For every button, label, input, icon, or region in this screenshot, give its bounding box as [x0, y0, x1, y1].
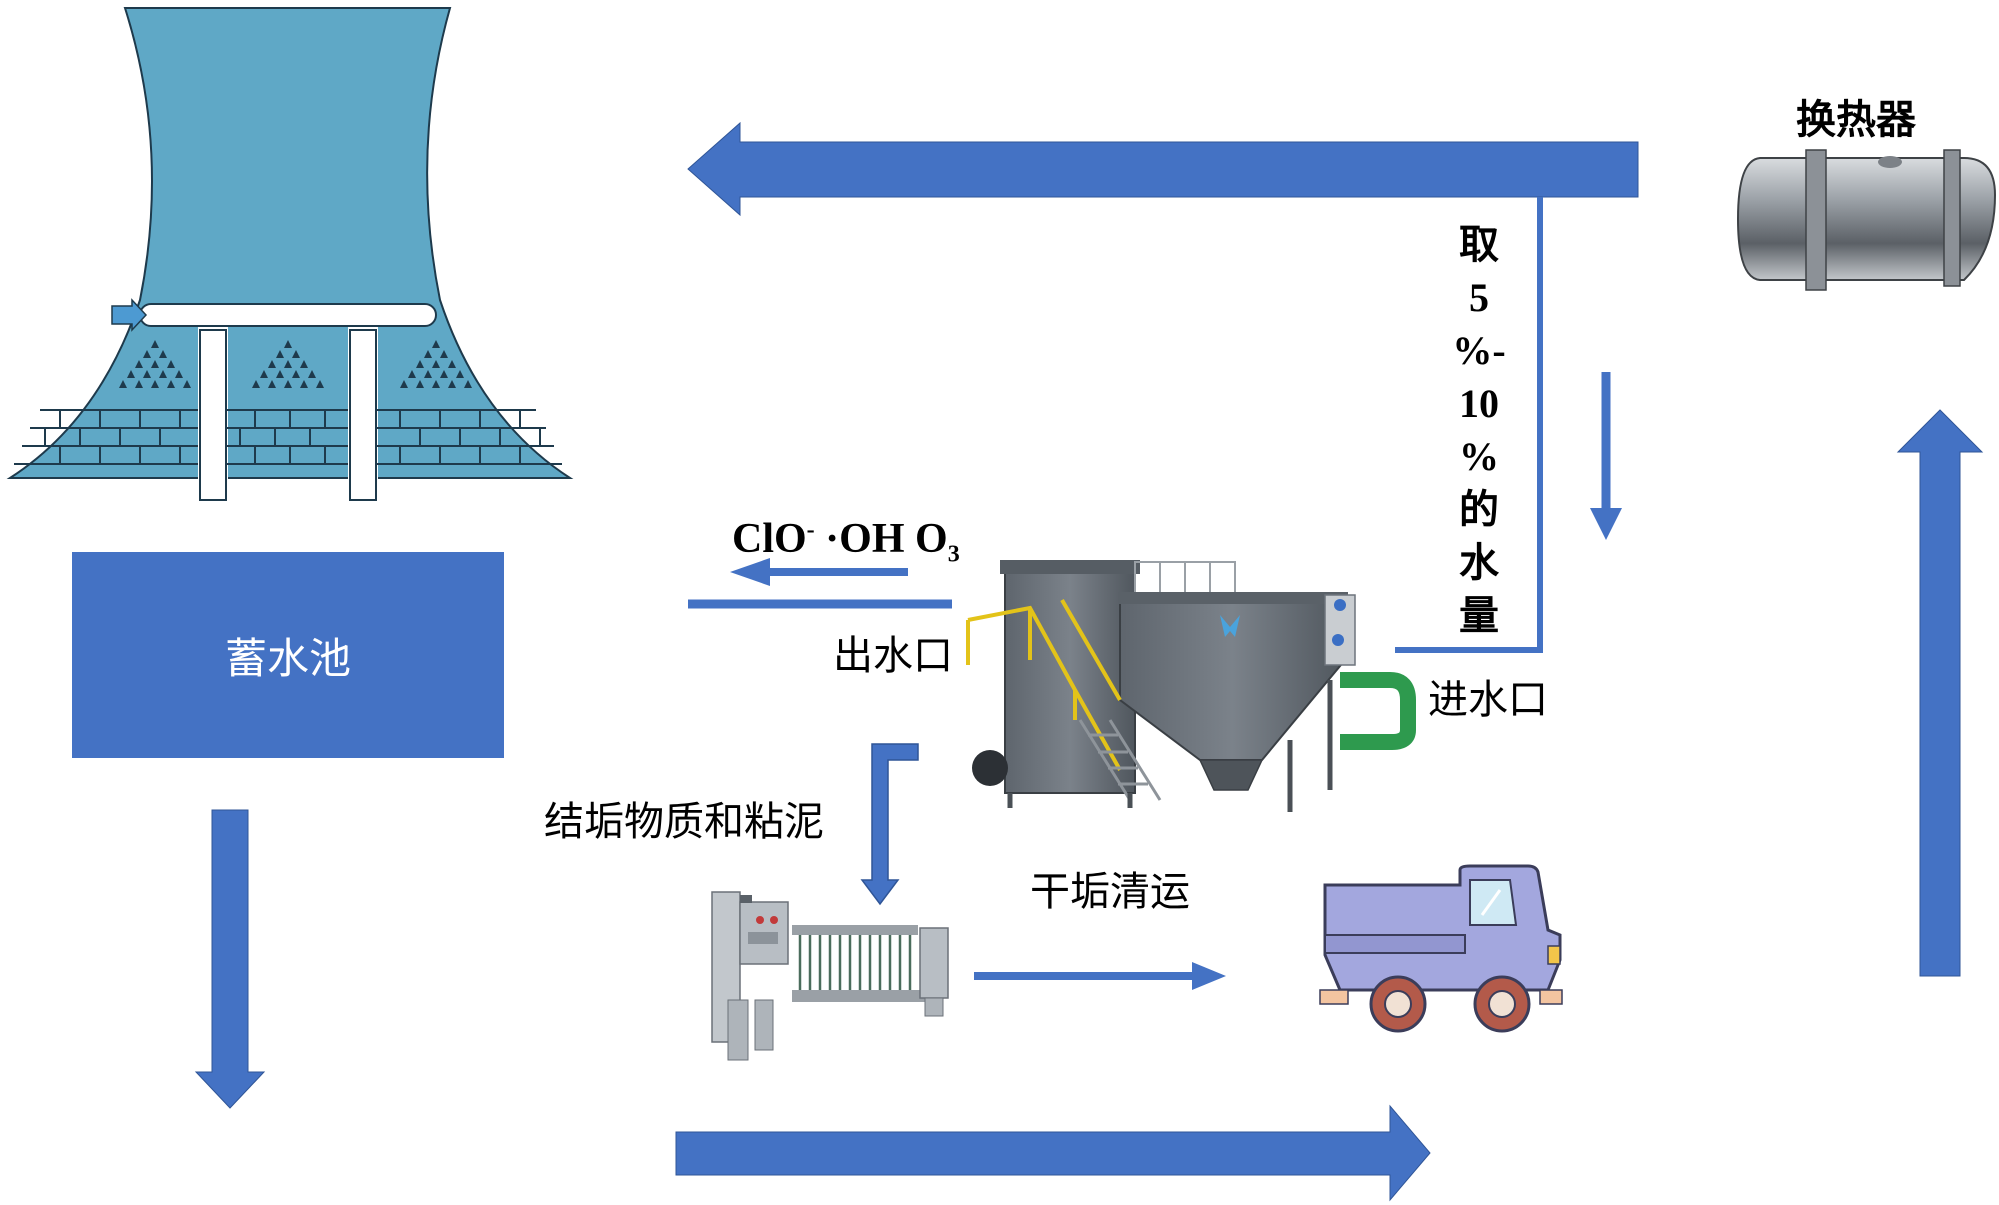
side-stream-char: 量	[1459, 593, 1499, 638]
storage-pool-box	[72, 552, 504, 758]
oxidant-arrow	[730, 558, 908, 586]
o3-subscript: 3	[947, 541, 960, 568]
right-up-arrow	[1896, 409, 1984, 977]
side-stream-char: 10	[1459, 381, 1499, 426]
truck-icon	[1319, 864, 1563, 1033]
cooling-tower	[6, 7, 574, 501]
clo-charge: -	[806, 517, 815, 543]
bottom-right-arrow	[675, 1104, 1431, 1202]
sludge-label: 结垢物质和粘泥	[544, 799, 824, 845]
haul-arrow	[974, 962, 1226, 990]
side-stream-char: 的	[1459, 487, 1499, 532]
sludge-arrow	[860, 743, 919, 906]
side-stream-label: 取 5 %- 10 % 的 水 量	[1444, 218, 1514, 642]
o3-text: O	[915, 516, 948, 562]
oxidant-label: ClO- ·OH O3	[732, 518, 960, 566]
side-stream-char: %	[1459, 434, 1499, 479]
side-stream-char: 取	[1459, 222, 1499, 267]
heat-exchanger-label: 换热器	[1796, 97, 1916, 143]
side-stream-line	[1395, 197, 1543, 653]
side-stream-char: %-	[1452, 328, 1506, 373]
side-stream-char: 水	[1459, 540, 1499, 585]
top-return-arrow	[687, 121, 1639, 217]
heat-exchanger-icon	[1736, 149, 1997, 291]
clo-text: ClO	[732, 516, 807, 562]
droplets	[119, 340, 472, 388]
side-stream-down-arrow	[1590, 372, 1622, 540]
oh-text: ·OH	[825, 516, 905, 562]
inlet-label: 进水口	[1428, 677, 1548, 723]
pool-down-arrow	[194, 809, 266, 1109]
treatment-unit-icon	[966, 560, 1416, 812]
filter-press-icon	[711, 891, 949, 1061]
outlet-label: 出水口	[833, 633, 953, 679]
side-stream-char: 5	[1469, 275, 1489, 320]
haul-label: 干垢清运	[1030, 869, 1190, 915]
storage-pool-label: 蓄水池	[224, 633, 351, 683]
